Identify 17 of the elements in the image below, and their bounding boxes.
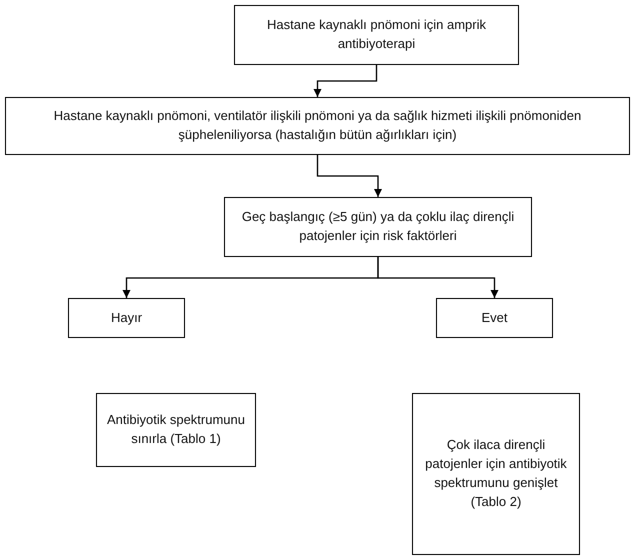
process-box: [96, 393, 256, 467]
box-text: Antibiyotik spektrumunu sınırla (Tablo 1): [106, 411, 246, 448]
box-text: Geç başlangıç (≥5 gün) ya da çoklu ilaç dirençli patojenler için risk faktörleri: [240, 208, 516, 245]
box-text: Hastane kaynaklı pnömoni için amprik antibiyoterapi: [266, 16, 487, 53]
box-text: Evet: [481, 308, 508, 327]
process-box: [234, 5, 519, 65]
arrow: [377, 257, 498, 298]
process-box: [224, 197, 532, 257]
arrow: [314, 65, 378, 97]
process-box: [436, 298, 553, 338]
box-text: Hastane kaynaklı pnömoni, ventilatör ilişkili pnömoni ya da sağlık hizmeti ilişkili pnömoniden şüpheleniliyorsa (hastalığın bütün ağırlıkları için): [52, 107, 582, 144]
process-box: [412, 393, 580, 555]
box-text: Çok ilaca dirençli patojenler için antibiyotik spektrumunu genişlet (Tablo 2): [424, 436, 568, 511]
process-box: [5, 97, 630, 155]
box-text: Hayır: [110, 308, 142, 327]
process-box: [68, 298, 185, 338]
arrow: [316, 155, 382, 197]
